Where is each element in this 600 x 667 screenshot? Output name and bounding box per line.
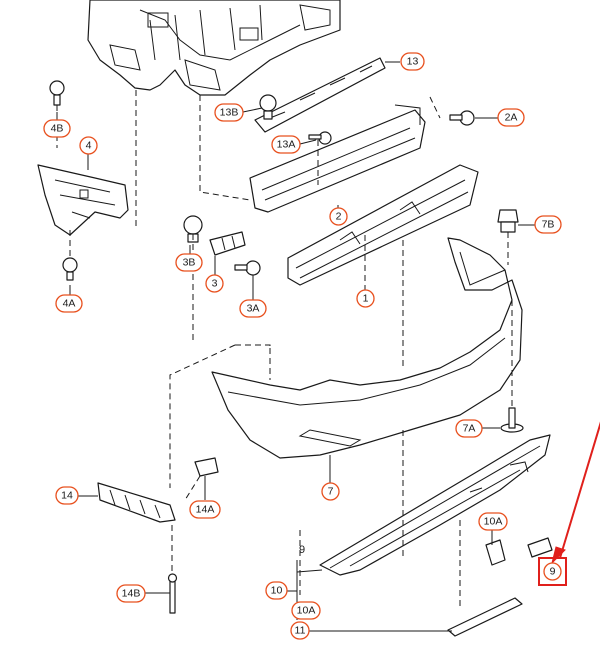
callout-10a-left[interactable]: 10A [291, 601, 321, 620]
label-9-plain: 9 [299, 544, 305, 556]
callout-7-label: 7 [328, 486, 334, 498]
callout-13b[interactable]: 13B [214, 103, 244, 122]
part-11-trim [447, 597, 523, 637]
callout-4[interactable]: 4 [79, 136, 98, 155]
callout-14a-label: 14A [196, 504, 215, 516]
callout-14b[interactable]: 14B [116, 584, 146, 603]
callout-14[interactable]: 14 [55, 486, 79, 505]
callout-4a[interactable]: 4A [55, 294, 83, 313]
callout-3b[interactable]: 3B [175, 253, 203, 272]
callout-11-label: 11 [295, 625, 306, 637]
callout-3-label: 3 [212, 278, 218, 290]
callout-2-label: 2 [336, 211, 342, 223]
part-10-spoiler [319, 434, 551, 576]
callout-14-label: 14 [61, 490, 73, 502]
leader-lines [56, 61, 535, 632]
callout-2a-label: 2A [505, 112, 518, 124]
callout-4b[interactable]: 4B [43, 119, 71, 138]
callout-4-label: 4 [86, 140, 92, 152]
callout-1[interactable]: 1 [356, 289, 375, 308]
callout-11[interactable]: 11 [290, 621, 310, 640]
part-14-grille [97, 482, 176, 523]
callout-3a-label: 3A [247, 303, 260, 315]
callout-3b-label: 3B [183, 257, 196, 269]
part-13-bracket [254, 57, 386, 133]
callout-7a-label: 7A [463, 423, 476, 435]
callout-2[interactable]: 2 [329, 207, 348, 226]
part-14b-pin [167, 573, 178, 614]
callout-13b-label: 13B [220, 107, 239, 119]
callout-7b-label: 7B [542, 219, 555, 231]
callout-4b-label: 4B [51, 123, 64, 135]
callout-7b[interactable]: 7B [534, 215, 562, 234]
part-10a-bracket [485, 539, 506, 566]
callout-1-label: 1 [363, 293, 369, 305]
callout-3[interactable]: 3 [205, 274, 224, 293]
callout-2a[interactable]: 2A [497, 108, 525, 127]
callout-9-highlight[interactable]: 9 [543, 562, 562, 581]
part-4-guide [37, 164, 129, 236]
callout-10[interactable]: 10 [265, 581, 288, 600]
body-frame [87, 0, 341, 96]
part-9-clip [527, 537, 553, 558]
part-1-absorber [287, 164, 479, 286]
highlight-arrow [538, 421, 600, 586]
highlight-box [538, 557, 567, 586]
part-2-carrier [249, 104, 426, 213]
callout-7[interactable]: 7 [321, 482, 340, 501]
callout-7a[interactable]: 7A [455, 419, 483, 438]
callout-13[interactable]: 13 [400, 52, 425, 71]
callout-10a-left-label: 10A [297, 605, 316, 617]
callout-9-highlight-label: 9 [550, 566, 556, 578]
callout-13a[interactable]: 13A [271, 135, 301, 154]
callout-4a-label: 4A [63, 298, 76, 310]
callout-10a-right-label: 10A [484, 516, 503, 528]
callout-14b-label: 14B [122, 588, 141, 600]
callout-14a[interactable]: 14A [189, 500, 221, 519]
callout-13a-label: 13A [277, 139, 296, 151]
callout-10a-right[interactable]: 10A [478, 512, 508, 531]
part-14a-clip [194, 457, 219, 477]
part-3-bracket [209, 231, 246, 256]
part-7-bumper-cover [211, 237, 523, 459]
callout-10-label: 10 [271, 585, 283, 597]
assembly-lines [56, 90, 513, 610]
callout-3a[interactable]: 3A [239, 299, 267, 318]
callout-13-label: 13 [407, 56, 419, 68]
